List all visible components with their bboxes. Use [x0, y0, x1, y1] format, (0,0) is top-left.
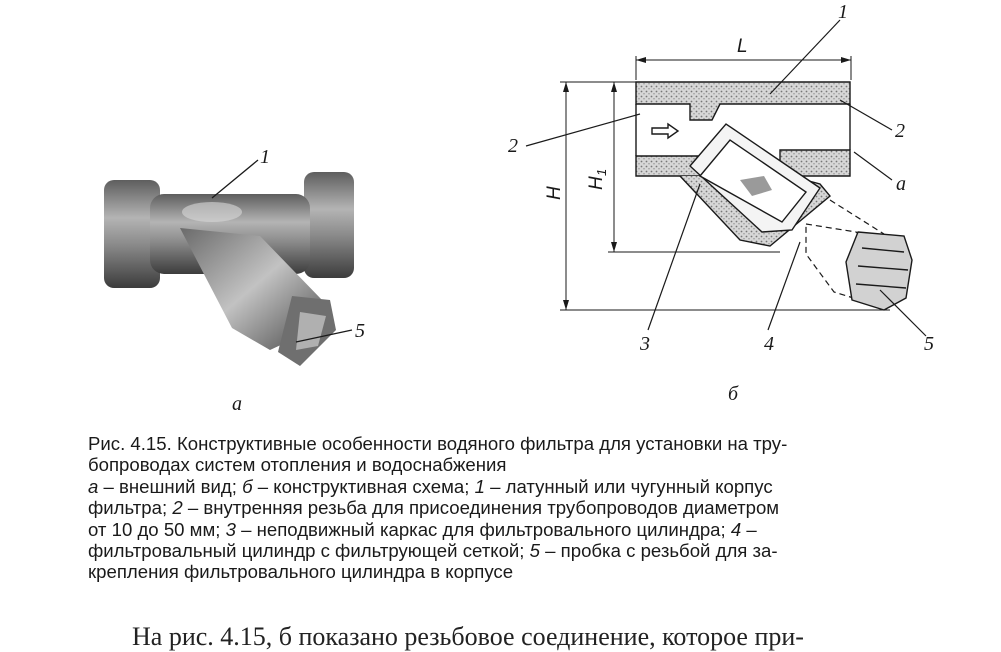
label-1-drawing: 1: [838, 1, 848, 23]
filter-section-drawing: [560, 56, 913, 311]
caption-line-3: а – внешний вид; б – конструктивная схем…: [88, 475, 773, 497]
dim-H1: H 1: [586, 169, 609, 190]
label-3-drawing: 3: [639, 333, 650, 355]
label-2-drawing-right: 2: [895, 120, 905, 142]
drawing-leaders: [525, 19, 927, 337]
caption-line-7: крепления фильтровального цилиндра в кор…: [88, 561, 514, 583]
dim-H: H: [544, 186, 565, 200]
leader-1-photo: [211, 159, 259, 199]
label-5-drawing: 5: [924, 333, 934, 355]
caption-line-2: бопроводах систем отопления и водоснабже…: [88, 454, 507, 476]
figure-caption: Рис. 4.15. Конструктивные особенности во…: [88, 433, 968, 583]
label-5-photo: 5: [355, 320, 365, 342]
caption-line-1: Рис. 4.15. Конструктивные особенности во…: [88, 433, 788, 454]
label-1-photo: 1: [260, 146, 270, 168]
label-b: б: [728, 383, 739, 405]
label-2-drawing-left: 2: [508, 135, 518, 157]
body-text-fragment: На рис. 4.15, б показано резьбовое соеди…: [132, 622, 804, 651]
leader-5-photo: [295, 329, 353, 343]
caption-line-5: от 10 до 50 мм; 3 – неподвижный каркас д…: [88, 518, 757, 540]
label-4-drawing: 4: [764, 333, 774, 355]
label-a: а: [232, 393, 242, 415]
figure-illustration: 1 5 а: [104, 1, 934, 415]
caption-line-4: фильтра; 2 – внутренняя резьба для присо…: [88, 497, 780, 519]
label-a-drawing: а: [896, 173, 906, 195]
svg-text:H: H: [586, 176, 607, 190]
dim-L: L: [737, 36, 748, 57]
filter-photo: [104, 172, 354, 366]
caption-line-6: фильтровальный цилиндр с фильтрующей сет…: [88, 540, 778, 562]
svg-text:1: 1: [594, 169, 609, 176]
